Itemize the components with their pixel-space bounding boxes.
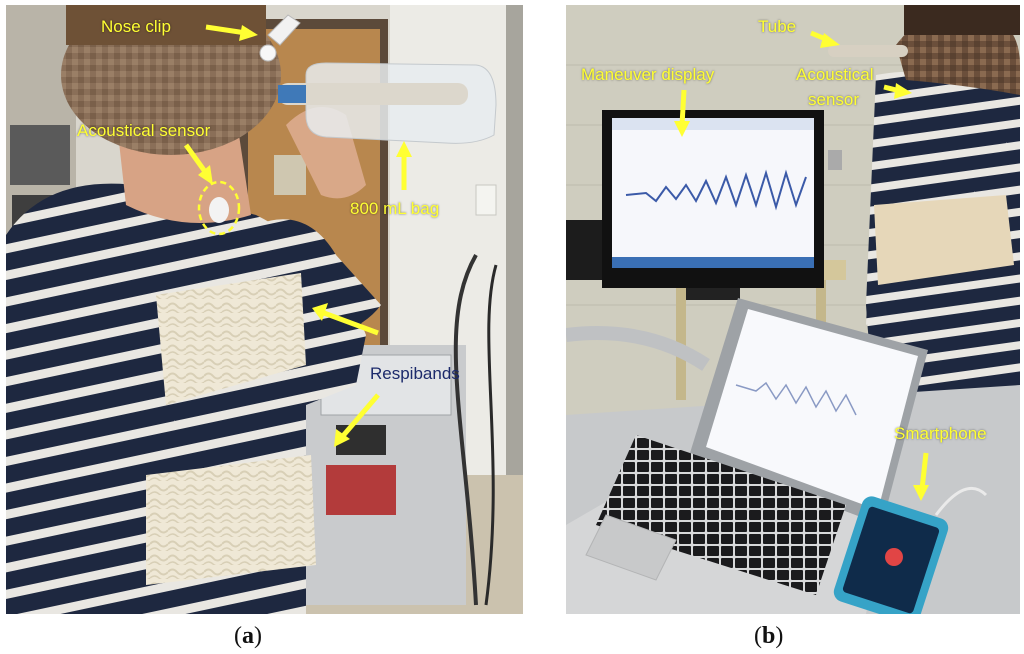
label-tube: Tube	[758, 17, 797, 36]
laptop-keyboard	[596, 435, 846, 595]
laptop-screen	[706, 309, 918, 510]
photo-panel-a: Nose clip Acoustical sensor 800 mL bag R…	[6, 5, 523, 614]
photo-b-scene	[566, 5, 1020, 614]
caption-b: (b)	[754, 623, 784, 649]
arrow-smartphone	[919, 452, 929, 490]
arrow-respiband-chest	[323, 310, 379, 336]
cable	[484, 264, 498, 606]
breathing-tube	[828, 45, 908, 57]
arrow-maneuver-display	[679, 89, 687, 126]
nose-clip-pad	[259, 44, 277, 62]
arrow-head	[239, 25, 258, 41]
label-maneuver-display: Maneuver display	[581, 65, 715, 84]
microphone-icon	[885, 548, 903, 566]
arrow-head	[820, 33, 840, 48]
nose-clip	[267, 14, 301, 46]
shirt-sleeve	[256, 219, 381, 335]
laptop-waveform	[735, 381, 857, 416]
maneuver-waveform	[625, 169, 807, 211]
wall-switch	[828, 150, 842, 170]
tube-mouthpiece	[278, 85, 306, 103]
arrow-head	[913, 485, 929, 501]
sensor-highlight-circle	[197, 180, 241, 236]
breathing-tube	[278, 83, 468, 105]
arrow-head	[396, 141, 412, 157]
cable	[453, 254, 478, 606]
monitor-stand	[686, 288, 740, 300]
photo-panel-b: Tube Maneuver display Acoustical sensor …	[566, 5, 1020, 614]
label-nose-clip: Nose clip	[101, 17, 171, 36]
hair	[66, 5, 266, 45]
wall-outlet	[475, 184, 497, 216]
label-respibands: Respibands	[370, 364, 460, 383]
caption-a: (a)	[234, 623, 262, 649]
phone-cable	[934, 486, 988, 516]
monitor-taskbar	[612, 257, 814, 268]
wall-socket	[566, 220, 606, 280]
photo-a-scene	[6, 5, 523, 614]
annotation-arrows-a	[183, 24, 412, 447]
door-edge	[506, 5, 523, 614]
label-acoustical-sensor: Acoustical sensor	[77, 121, 211, 140]
arrow-head	[198, 165, 213, 185]
respiband-abdomen	[146, 455, 316, 585]
acoustical-sensor	[209, 197, 229, 223]
lab-equipment	[10, 125, 70, 185]
arrow-head	[894, 83, 912, 99]
label-800ml-bag: 800 mL bag	[350, 199, 440, 218]
label-acoustical-sensor-line1: Acoustical	[796, 65, 874, 84]
arrow-head	[674, 121, 690, 137]
caption-a-letter: a	[242, 623, 254, 649]
door-window	[274, 155, 306, 195]
label-acoustical-sensor-line2: sensor	[808, 90, 860, 109]
respiband-chest	[156, 273, 306, 405]
arrow-sensor	[183, 143, 209, 175]
respiband-chest	[874, 195, 1014, 285]
monitor-toolbar	[612, 118, 814, 130]
hair	[904, 5, 1020, 35]
cart-handle	[566, 326, 710, 371]
caption-b-letter: b	[762, 623, 776, 649]
desk-leg	[676, 280, 686, 400]
arrow-respiband-abdomen	[340, 393, 380, 439]
cart-box	[326, 465, 396, 515]
arrow-head	[334, 429, 350, 447]
laptop-touchpad	[585, 514, 677, 581]
annotation-arrows-b	[674, 30, 929, 501]
arrow-head	[312, 303, 328, 321]
label-smartphone: Smartphone	[894, 424, 987, 443]
arrow-nose-clip	[205, 24, 247, 36]
